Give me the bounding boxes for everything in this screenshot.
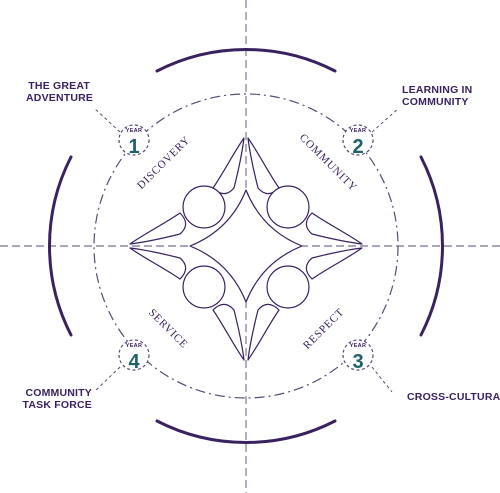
year-badge-2: YEAR 2 (342, 124, 374, 158)
circle-bottom-right (266, 265, 310, 309)
label-year-2: LEARNING IN COMMUNITY (402, 84, 472, 108)
label-year-3: CROSS-CULTURAL (407, 391, 500, 403)
spike-right-top (305, 212, 363, 245)
outer-arc-left (48, 155, 73, 337)
year-word: YEAR (126, 128, 142, 134)
leader-year-3 (371, 366, 393, 393)
label-line: COMMUNITY (25, 387, 92, 399)
year-number: 4 (128, 351, 140, 373)
spike-left-bottom (129, 247, 187, 280)
label-line: ADVENTURE (26, 92, 94, 104)
theme-service: SERVICE (146, 307, 190, 351)
circle-top-left (182, 185, 226, 229)
circle-bottom-left (182, 265, 226, 309)
outer-arc-right (419, 155, 444, 337)
outer-arcs (48, 48, 444, 444)
label-line: LEARNING IN (402, 84, 473, 96)
year-number: 3 (352, 351, 363, 373)
year-word: YEAR (126, 343, 142, 349)
leader-year-4 (93, 366, 121, 393)
leader-year-1 (93, 107, 121, 133)
year-word: YEAR (350, 128, 366, 134)
label-line: COMMUNITY (402, 96, 469, 108)
central-emblem (129, 137, 363, 361)
year-word: YEAR (350, 343, 366, 349)
spike-left-top (129, 212, 187, 245)
inner-star (189, 189, 303, 303)
year-badge-4: YEAR 4 (118, 339, 150, 373)
year-circle (93, 93, 399, 399)
label-year-1: THE GREAT ADVENTURE (26, 80, 94, 104)
spike-top-left (212, 137, 245, 195)
outer-arc-top (155, 48, 337, 73)
spike-bottom-left (212, 303, 245, 361)
year-number: 2 (352, 136, 363, 158)
spike-right-bottom (305, 247, 363, 280)
circle-top-right (266, 185, 310, 229)
label-line: THE GREAT (28, 80, 90, 92)
leader-year-2 (371, 107, 400, 133)
spike-top-right (247, 137, 280, 195)
label-line: TASK FORCE (22, 399, 92, 411)
outer-arc-bottom (155, 419, 337, 444)
leader-lines (93, 107, 400, 393)
year-badge-3: YEAR 3 (342, 339, 374, 373)
label-year-4: COMMUNITY TASK FORCE (22, 387, 92, 411)
year-number: 1 (128, 136, 139, 158)
theme-respect: RESPECT (301, 306, 347, 352)
year-badge-1: YEAR 1 (118, 124, 150, 158)
spike-bottom-right (247, 303, 280, 361)
label-line: CROSS-CULTURAL (407, 391, 500, 403)
